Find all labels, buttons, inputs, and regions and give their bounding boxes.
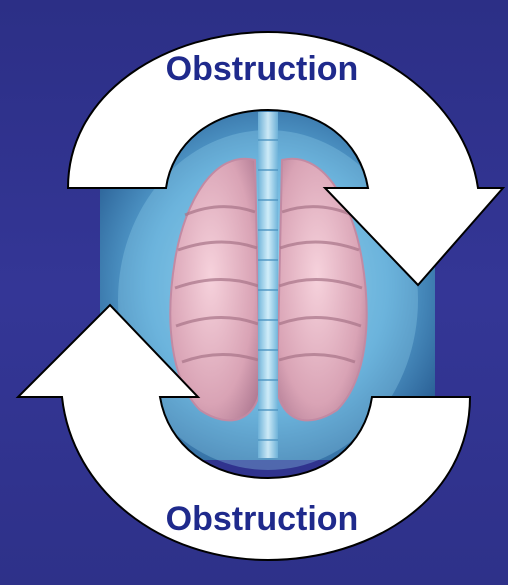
bottom-obstruction-label: Obstruction bbox=[166, 500, 359, 538]
top-obstruction-label: Obstruction bbox=[166, 50, 359, 88]
